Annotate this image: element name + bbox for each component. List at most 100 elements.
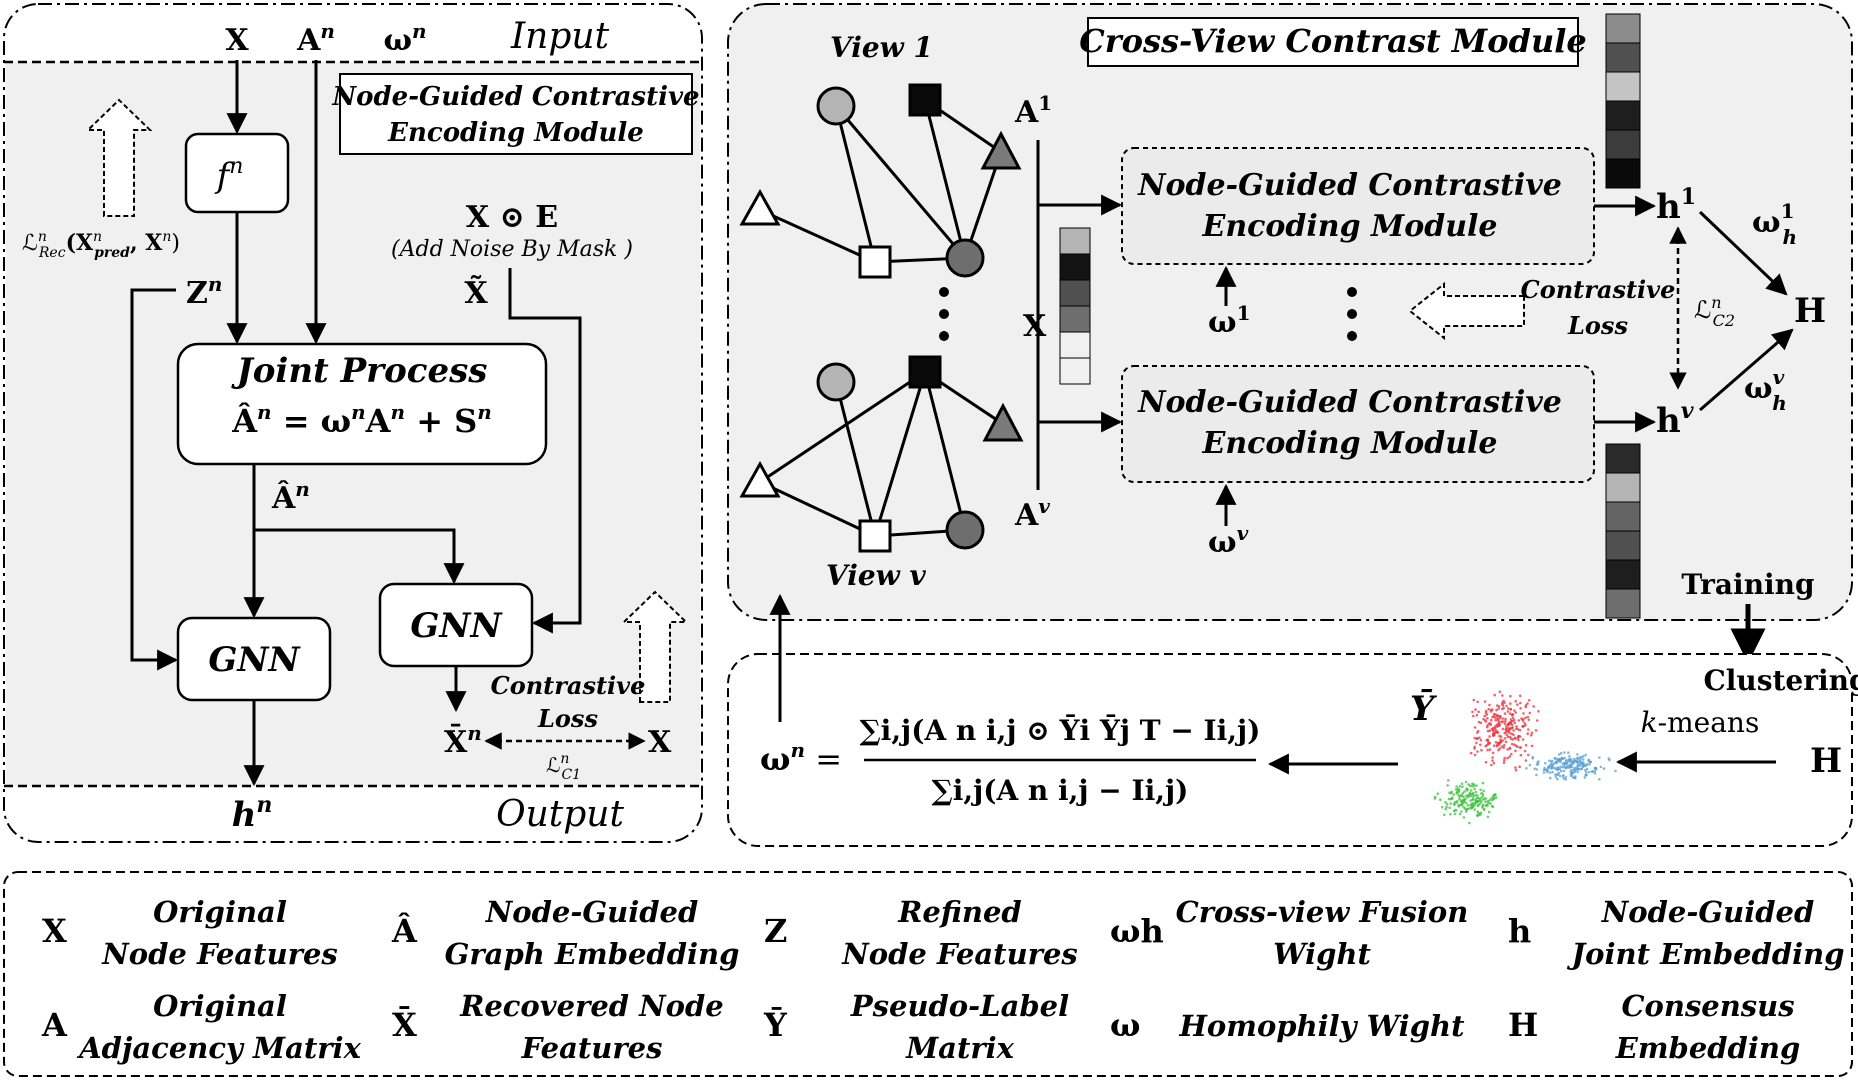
cluster-point <box>1533 767 1536 770</box>
cluster-point <box>1479 721 1483 725</box>
cluster-point <box>1504 728 1507 731</box>
cluster-point <box>1551 770 1554 774</box>
cluster-point <box>1509 718 1513 721</box>
ellipsis-dot <box>939 309 949 319</box>
clustering-h-input: H <box>1810 741 1842 781</box>
cluster-point <box>1564 778 1567 781</box>
legend-symbol: ω <box>1110 1006 1140 1044</box>
cluster-point <box>1593 770 1596 773</box>
legend-description: Wight <box>1273 937 1371 971</box>
cluster-point <box>1614 769 1617 773</box>
cluster-point <box>1474 798 1477 802</box>
cluster-point <box>1496 717 1499 720</box>
cluster-point <box>1585 773 1588 777</box>
cluster-point <box>1455 785 1458 788</box>
cluster-point <box>1550 760 1553 764</box>
cluster-point <box>1527 728 1530 731</box>
cluster-point <box>1468 784 1472 788</box>
cluster-point <box>1518 735 1522 738</box>
cluster-point <box>1578 764 1581 768</box>
kmeans-label: k-means <box>1641 706 1760 739</box>
cluster-point <box>1513 721 1517 725</box>
cluster-point <box>1588 763 1591 766</box>
cluster-point <box>1501 727 1505 731</box>
cluster-point <box>1499 716 1502 720</box>
cluster-point <box>1511 713 1515 716</box>
contrastive-up-arrow <box>621 590 689 703</box>
cluster-point <box>1598 778 1601 781</box>
legend-description: Node Features <box>101 937 337 971</box>
noisy-x-label: X̃ <box>464 276 488 311</box>
cluster-point <box>1479 743 1482 747</box>
cluster-point <box>1485 738 1488 742</box>
cluster-point <box>1471 710 1474 714</box>
legend-frame <box>3 871 1853 1077</box>
module-title-box <box>339 73 693 155</box>
cluster-point <box>1493 726 1497 730</box>
cluster-point <box>1457 790 1461 793</box>
cluster-point <box>1485 803 1489 806</box>
cluster-point <box>1585 771 1588 774</box>
legend-description: Consensus <box>1621 989 1794 1023</box>
legend-description: Graph Embedding <box>445 937 740 971</box>
graph-node <box>858 245 892 279</box>
cluster-point <box>1548 771 1552 774</box>
graph-node <box>739 188 781 226</box>
cluster-point <box>1461 791 1465 795</box>
cluster-point <box>1527 699 1531 702</box>
graph-node <box>908 83 942 117</box>
cluster-point <box>1460 810 1463 813</box>
cluster-point <box>1445 805 1448 809</box>
omegav-label: ωv <box>1208 521 1249 560</box>
cluster-point <box>1524 759 1528 762</box>
input-a: An <box>296 19 335 58</box>
cluster-point <box>1542 771 1546 774</box>
legend-description: Cross-view Fusion <box>1176 895 1469 929</box>
cluster-point <box>1510 723 1514 727</box>
cluster-point <box>1474 790 1478 794</box>
cluster-point <box>1489 722 1492 725</box>
cluster-point <box>1554 761 1558 764</box>
bottom-encoder-box <box>1121 365 1595 483</box>
cluster-point <box>1444 807 1448 811</box>
av-label: Av <box>1014 494 1050 533</box>
cluster-point <box>1568 758 1571 761</box>
legend-description: Homophily Wight <box>1179 1009 1466 1043</box>
cluster-point <box>1469 751 1473 755</box>
cluster-point <box>1491 756 1494 759</box>
top-encoder-line2: Encoding Module <box>1201 209 1497 244</box>
cluster-point <box>1608 758 1611 762</box>
cluster-point <box>1458 812 1462 816</box>
contrastive-label: Contrastive <box>491 671 646 700</box>
cluster-point <box>1572 768 1576 771</box>
cluster-point <box>1527 718 1531 722</box>
cluster-point <box>1468 821 1471 825</box>
cluster-point <box>1532 705 1535 708</box>
cluster-point <box>1581 763 1584 766</box>
graph-node <box>858 519 892 553</box>
cluster-point <box>1507 707 1510 710</box>
cluster-point <box>1564 776 1568 779</box>
formula-denominator: ∑i,j(A n i,j − Ii,j) <box>932 774 1189 807</box>
cluster-point <box>1498 690 1502 693</box>
legend-description: Joint Embedding <box>1566 937 1844 971</box>
cluster-point <box>1558 774 1562 778</box>
cluster-point <box>1487 707 1490 711</box>
cluster-point <box>1502 699 1505 703</box>
reconstruction-up-arrow <box>85 98 153 217</box>
legend-description: Node-Guided <box>485 895 699 929</box>
cluster-point <box>1559 751 1563 755</box>
cluster-point <box>1482 789 1485 793</box>
cluster-point <box>1548 763 1552 767</box>
legend-description: Node-Guided <box>1601 895 1815 929</box>
cluster-point <box>1472 714 1475 718</box>
cluster-point <box>1562 769 1566 773</box>
cluster-point <box>1498 747 1502 750</box>
cluster-point <box>1506 710 1510 713</box>
cluster-point <box>1472 698 1476 702</box>
gnn-left-label: GNN <box>208 640 301 680</box>
cluster-point <box>1575 767 1578 771</box>
cluster-point <box>1576 770 1579 774</box>
cluster-point <box>1560 769 1563 773</box>
